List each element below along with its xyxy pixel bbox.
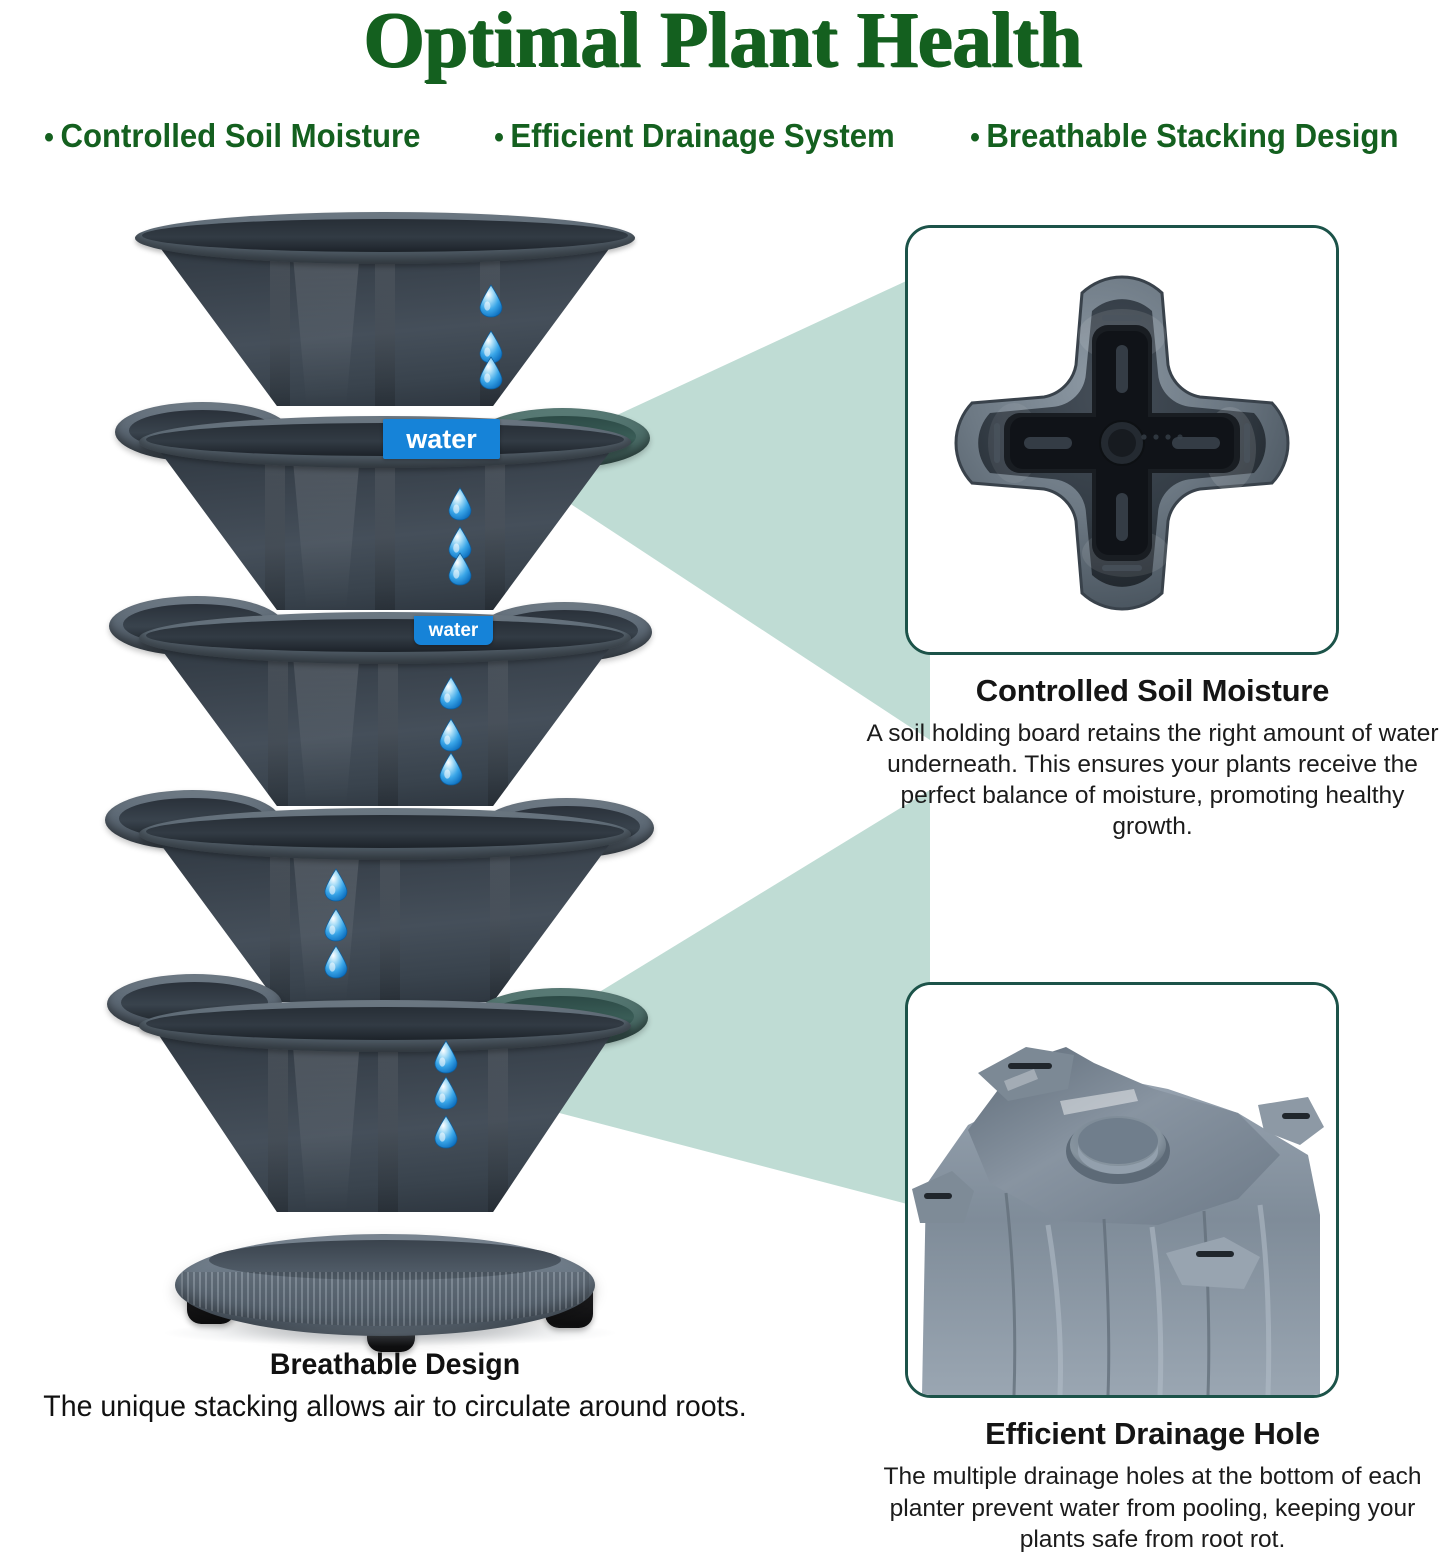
product-illustration xyxy=(105,212,725,1352)
feature-image-panel-soil-moisture xyxy=(905,225,1339,655)
water-droplet-icon xyxy=(447,552,473,586)
breathable-design-title: Breathable Design xyxy=(269,1348,521,1381)
soil-holding-board-photo xyxy=(908,228,1336,652)
feature-bullet-label: Controlled Soil Moisture xyxy=(60,118,421,155)
water-droplet-icon xyxy=(438,676,464,710)
planter-rim xyxy=(139,612,631,664)
feature-title-drainage: Efficient Drainage Hole xyxy=(985,1416,1320,1452)
water-label-lower: water xyxy=(414,616,493,645)
drainage-hole-photo xyxy=(908,985,1336,1396)
bullet-dot-icon: • xyxy=(44,121,55,154)
water-droplet-icon xyxy=(438,718,464,752)
water-droplet-icon xyxy=(433,1040,459,1074)
planter-rim xyxy=(139,808,631,860)
feature-bullet-label: Efficient Drainage System xyxy=(510,118,895,155)
water-droplet-icon xyxy=(478,356,504,390)
feature-bullet-soil-moisture: • Controlled Soil Moisture xyxy=(45,118,421,156)
page-title: Optimal Plant Health xyxy=(363,0,1082,84)
breathable-design-body: The unique stacking allows air to circul… xyxy=(43,1390,747,1423)
water-droplet-icon xyxy=(323,868,349,902)
planter-rim xyxy=(135,212,635,264)
stackable-planter-tower xyxy=(105,212,725,1352)
feature-body-drainage: The multiple drainage holes at the botto… xyxy=(883,1463,1422,1553)
feature-body-soil-moisture: A soil holding board retains the right a… xyxy=(866,720,1439,841)
bullet-dot-icon: • xyxy=(494,121,504,154)
water-droplet-icon xyxy=(447,487,473,521)
water-droplet-icon xyxy=(478,284,504,318)
water-droplet-icon xyxy=(323,908,349,942)
feature-callout-column: Controlled Soil Moisture A soil holding … xyxy=(860,212,1445,1553)
water-droplet-icon xyxy=(433,1076,459,1110)
feature-bullet-drainage: • Efficient Drainage System xyxy=(494,118,895,156)
breathable-design-caption: Breathable Design The unique stacking al… xyxy=(0,1348,790,1424)
bullet-dot-icon: • xyxy=(970,121,980,154)
base-rib-texture xyxy=(181,1272,589,1326)
feature-bullet-label: Breathable Stacking Design xyxy=(986,118,1399,155)
feature-title-soil-moisture: Controlled Soil Moisture xyxy=(975,673,1330,708)
water-label-upper: water xyxy=(383,419,500,459)
water-droplet-icon xyxy=(323,945,349,979)
water-droplet-icon xyxy=(438,752,464,786)
wheeled-base-tray xyxy=(175,1234,595,1336)
feature-bullet-list: • Controlled Soil Moisture • Efficient D… xyxy=(0,118,1445,156)
water-droplet-icon xyxy=(433,1115,459,1149)
feature-bullet-stacking: • Breathable Stacking Design xyxy=(970,118,1398,156)
floor-shadow xyxy=(165,1320,615,1346)
feature-image-panel-drainage xyxy=(905,982,1339,1399)
planter-rim xyxy=(139,1000,631,1052)
